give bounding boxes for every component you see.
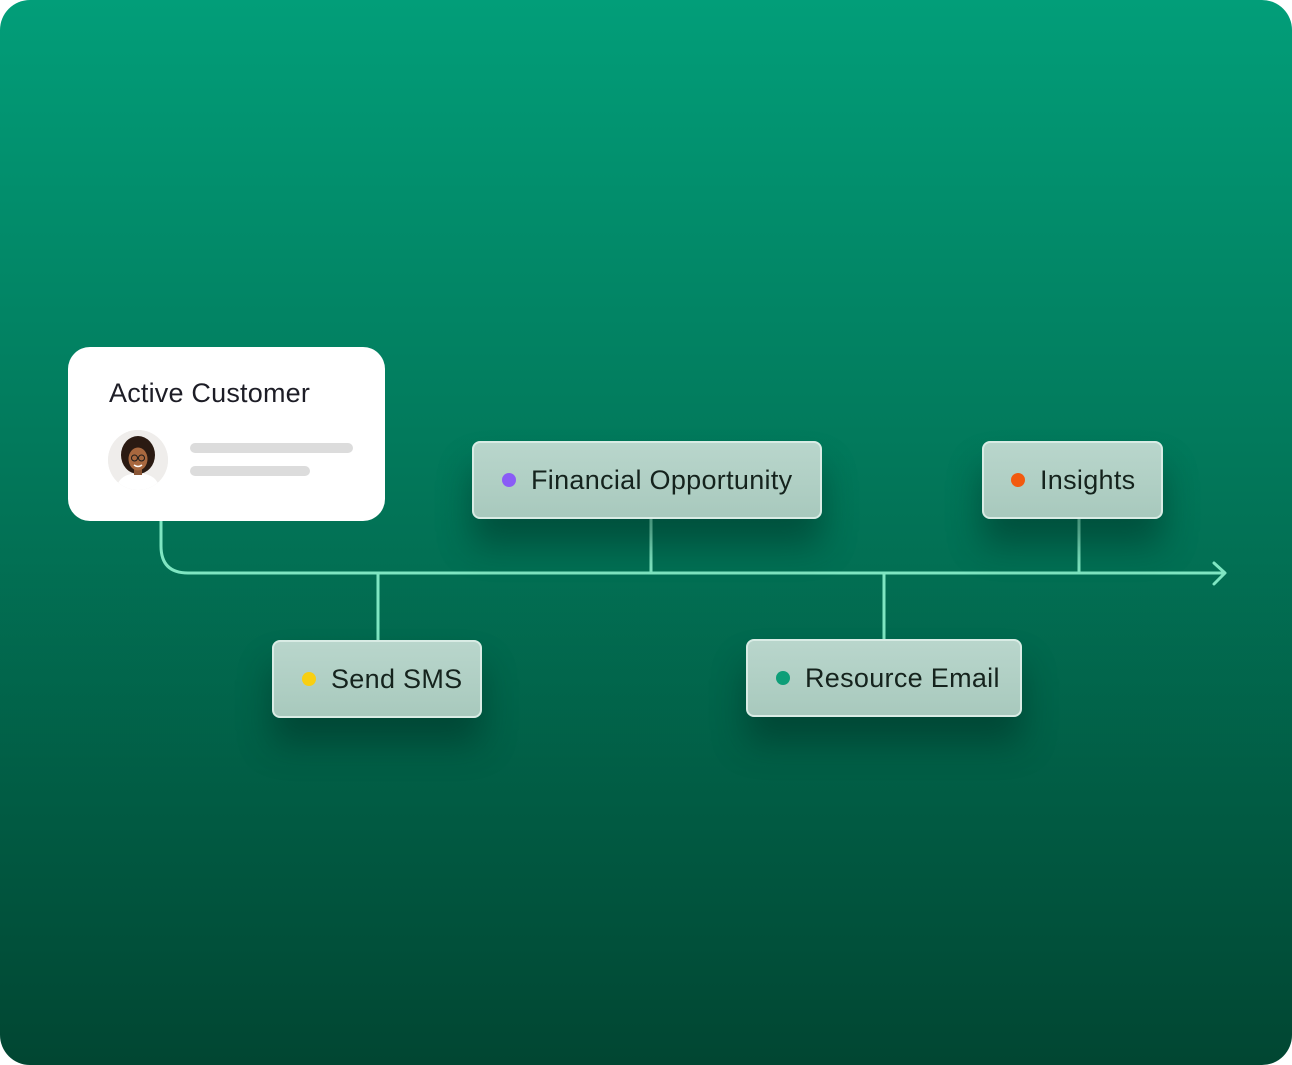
placeholder-line-1 <box>190 443 353 453</box>
node-label: Insights <box>1040 464 1136 495</box>
node-label: Send SMS <box>331 663 463 694</box>
timeline-curve <box>159 519 1226 575</box>
purple-dot-icon <box>502 473 516 487</box>
customer-avatar-icon <box>108 430 168 490</box>
node-send-sms[interactable]: Send SMS <box>272 640 482 718</box>
placeholder-line-2 <box>190 466 310 476</box>
yellow-dot-icon <box>302 672 316 686</box>
node-financial-opportunity[interactable]: Financial Opportunity <box>472 441 822 519</box>
timeline-arrowhead-icon <box>1212 561 1227 586</box>
green-dot-icon <box>776 671 790 685</box>
node-resource-email[interactable]: Resource Email <box>746 639 1022 717</box>
node-insights[interactable]: Insights <box>982 441 1163 519</box>
customer-card-title: Active Customer <box>109 378 311 408</box>
node-label: Financial Opportunity <box>531 464 793 495</box>
node-label: Resource Email <box>805 662 1000 693</box>
active-customer-card[interactable]: Active Customer <box>68 347 385 521</box>
orange-dot-icon <box>1011 473 1025 487</box>
